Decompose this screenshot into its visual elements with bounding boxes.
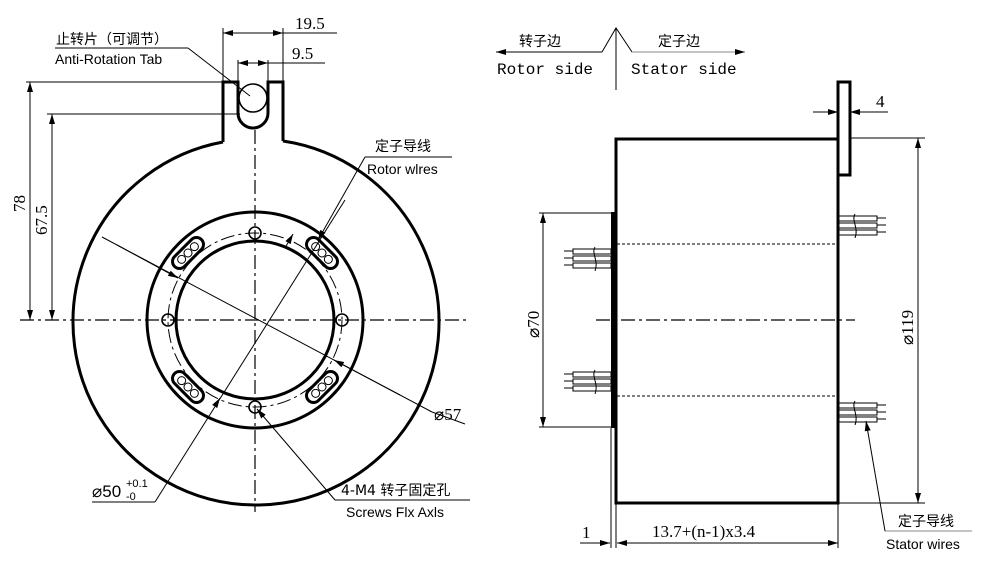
dim-height-total: 78 (10, 81, 223, 320)
stator-housing (614, 137, 840, 505)
dim-outer-dia: ⌀119 (838, 137, 925, 504)
dim-rotor-dia-label: ⌀70 (524, 311, 543, 338)
screw-hole (161, 313, 175, 327)
rotor-wires-callout: 定子导线 Rotor wlres (317, 139, 452, 241)
screws-callout: 4-M4 转子固定孔 Screws Flx Axls (256, 408, 470, 520)
dim-bore-label: ⌀50 (92, 482, 121, 501)
dim-bolt-circle-label: ⌀57 (434, 405, 462, 424)
dim-tab-width-label: 19.5 (295, 14, 325, 33)
tab-pin (238, 83, 268, 113)
rotor-wires-label-cn: 定子导线 (375, 139, 431, 155)
anti-rotation-tab-label-cn: 止转片（可调节） (56, 32, 168, 48)
dim-slot-width-label: 9.5 (292, 44, 313, 63)
dim-flange: 1 (580, 523, 610, 546)
stator-side-label-cn: 定子边 (658, 34, 700, 50)
rotor-side-label-cn: 转子边 (519, 34, 561, 50)
outer-housing-circle (71, 139, 441, 507)
screws-label-cn: 4-M4 转子固定孔 (341, 483, 450, 499)
rotor-flange (611, 212, 616, 428)
stator-wires-label-cn: 定子导线 (898, 514, 954, 530)
dim-height-total-label: 78 (10, 195, 29, 212)
dim-bore: ⌀50 +0.1 -0 (92, 199, 346, 503)
stator-side-label-en: Stator side (631, 61, 737, 79)
dim-slot-width: 9.5 (237, 44, 325, 82)
screw-hole (335, 313, 349, 327)
screws-label-en: Screws Flx Axls (346, 504, 444, 520)
wire-slot (305, 236, 339, 270)
dim-tab-width: 19.5 (222, 14, 337, 82)
rotor-wire-bundle (564, 246, 612, 395)
anti-rotation-tab-label-en: Anti-Rotation Tab (55, 51, 162, 67)
front-view: 19.5 9.5 78 67.5 止转片（可调节） Anti-Rotation … (10, 14, 470, 520)
wire-slot (171, 370, 205, 404)
bore-circle (174, 239, 336, 401)
dim-height-slot-label: 67.5 (32, 205, 51, 235)
bolt-circle (167, 232, 343, 408)
dim-outer-dia-label: ⌀119 (898, 310, 917, 345)
side-indicator: 转子边 Rotor side 定子边 Stator side (496, 27, 745, 90)
dim-rotor-dia: ⌀70 (524, 212, 611, 428)
screw-holes (161, 226, 349, 414)
rotor-wires-label-en: Rotor wlres (367, 161, 438, 177)
side-anti-rotation-tab (836, 80, 852, 177)
anti-rotation-tab (221, 80, 285, 142)
dim-tab-thickness-label: 4 (876, 92, 885, 111)
dim-length: 13.7+(n-1)x3.4 (610, 428, 839, 548)
screw-hole (248, 226, 262, 240)
dim-bore-lower-tolerance: -0 (126, 491, 136, 503)
wire-slot (171, 236, 205, 270)
dim-bore-upper-tolerance: +0.1 (126, 478, 148, 490)
stator-wires-label-en: Stator wires (886, 536, 960, 552)
wire-slot (305, 370, 339, 404)
anti-rotation-tab-callout: 止转片（可调节） Anti-Rotation Tab (55, 32, 251, 97)
dim-length-label: 13.7+(n-1)x3.4 (652, 522, 756, 541)
dim-flange-label: 1 (582, 523, 591, 542)
stator-wires-callout: 定子导线 Stator wires (864, 420, 972, 552)
rotor-flange-circle (145, 210, 365, 430)
dim-height-slot: 67.5 (32, 113, 240, 320)
dim-bolt-circle: ⌀57 (101, 236, 466, 425)
dim-tab-thickness: 4 (813, 92, 888, 115)
side-view: 转子边 Rotor side 定子边 Stator side 4 (496, 27, 972, 552)
screw-hole (248, 400, 262, 414)
rotor-side-label-en: Rotor side (497, 61, 593, 79)
stator-wire-bundle (838, 213, 886, 426)
